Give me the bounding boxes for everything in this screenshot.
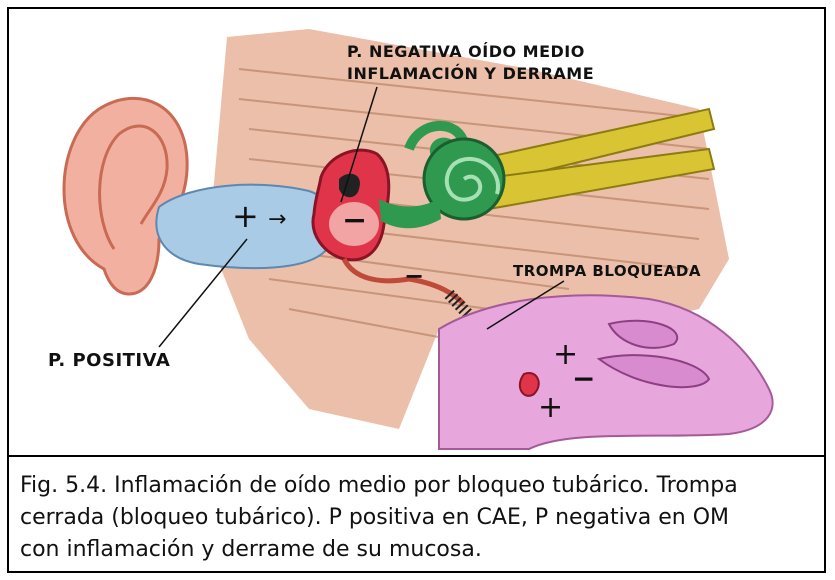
negative-pressure-label-line1: P. NEGATIVA OÍDO MEDIO: [347, 42, 585, 61]
caption-divider: [7, 455, 826, 457]
minus-sign-middle-ear: −: [342, 203, 368, 238]
arrow-canal: →: [268, 207, 287, 232]
blocked-tube-label: TROMPA BLOQUEADA: [513, 262, 701, 280]
minus-sign-tube: −: [404, 262, 425, 290]
caption-line-1: Fig. 5.4. Inflamación de oído medio por …: [20, 470, 820, 502]
auricle: [64, 98, 187, 294]
nasopharynx: [439, 295, 773, 449]
positive-pressure-label: P. POSITIVA: [48, 350, 170, 371]
negative-pressure-label-line2: INFLAMACIÓN Y DERRAME: [347, 64, 594, 83]
figure-caption: Fig. 5.4. Inflamación de oído medio por …: [20, 470, 820, 566]
caption-line-3: con inflamación y derrame de su mucosa.: [20, 534, 820, 566]
plus-sign-nasopharynx-lower: +: [538, 390, 564, 425]
minus-sign-nasopharynx: −: [572, 362, 596, 395]
tube-orifice: [520, 373, 539, 396]
plus-sign-canal: +: [232, 197, 259, 235]
caption-line-2: cerrada (bloqueo tubárico). P positiva e…: [20, 502, 820, 534]
